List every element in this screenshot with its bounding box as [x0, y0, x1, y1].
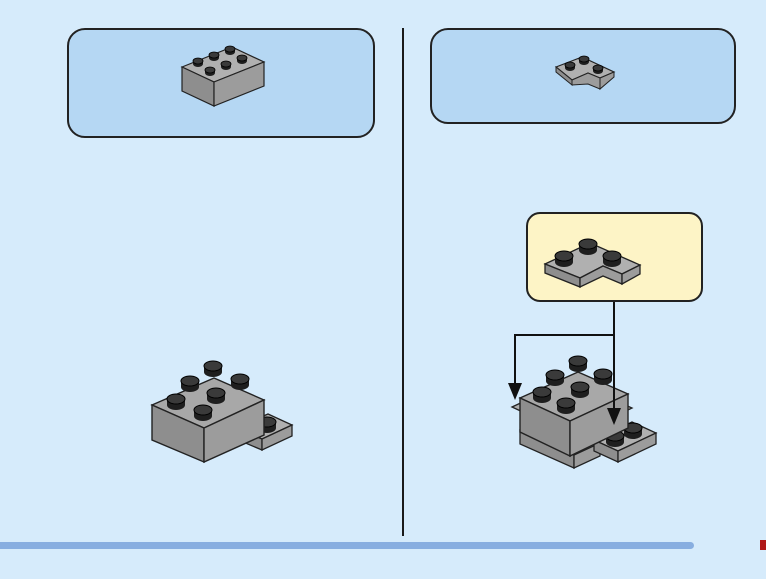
assembly-right-icon: [512, 356, 656, 468]
corner-plate-icon: [556, 56, 614, 89]
brick-2x3-icon: [182, 46, 264, 106]
assembly-left-icon: [152, 361, 292, 462]
callout-plate-icon: [545, 239, 640, 287]
